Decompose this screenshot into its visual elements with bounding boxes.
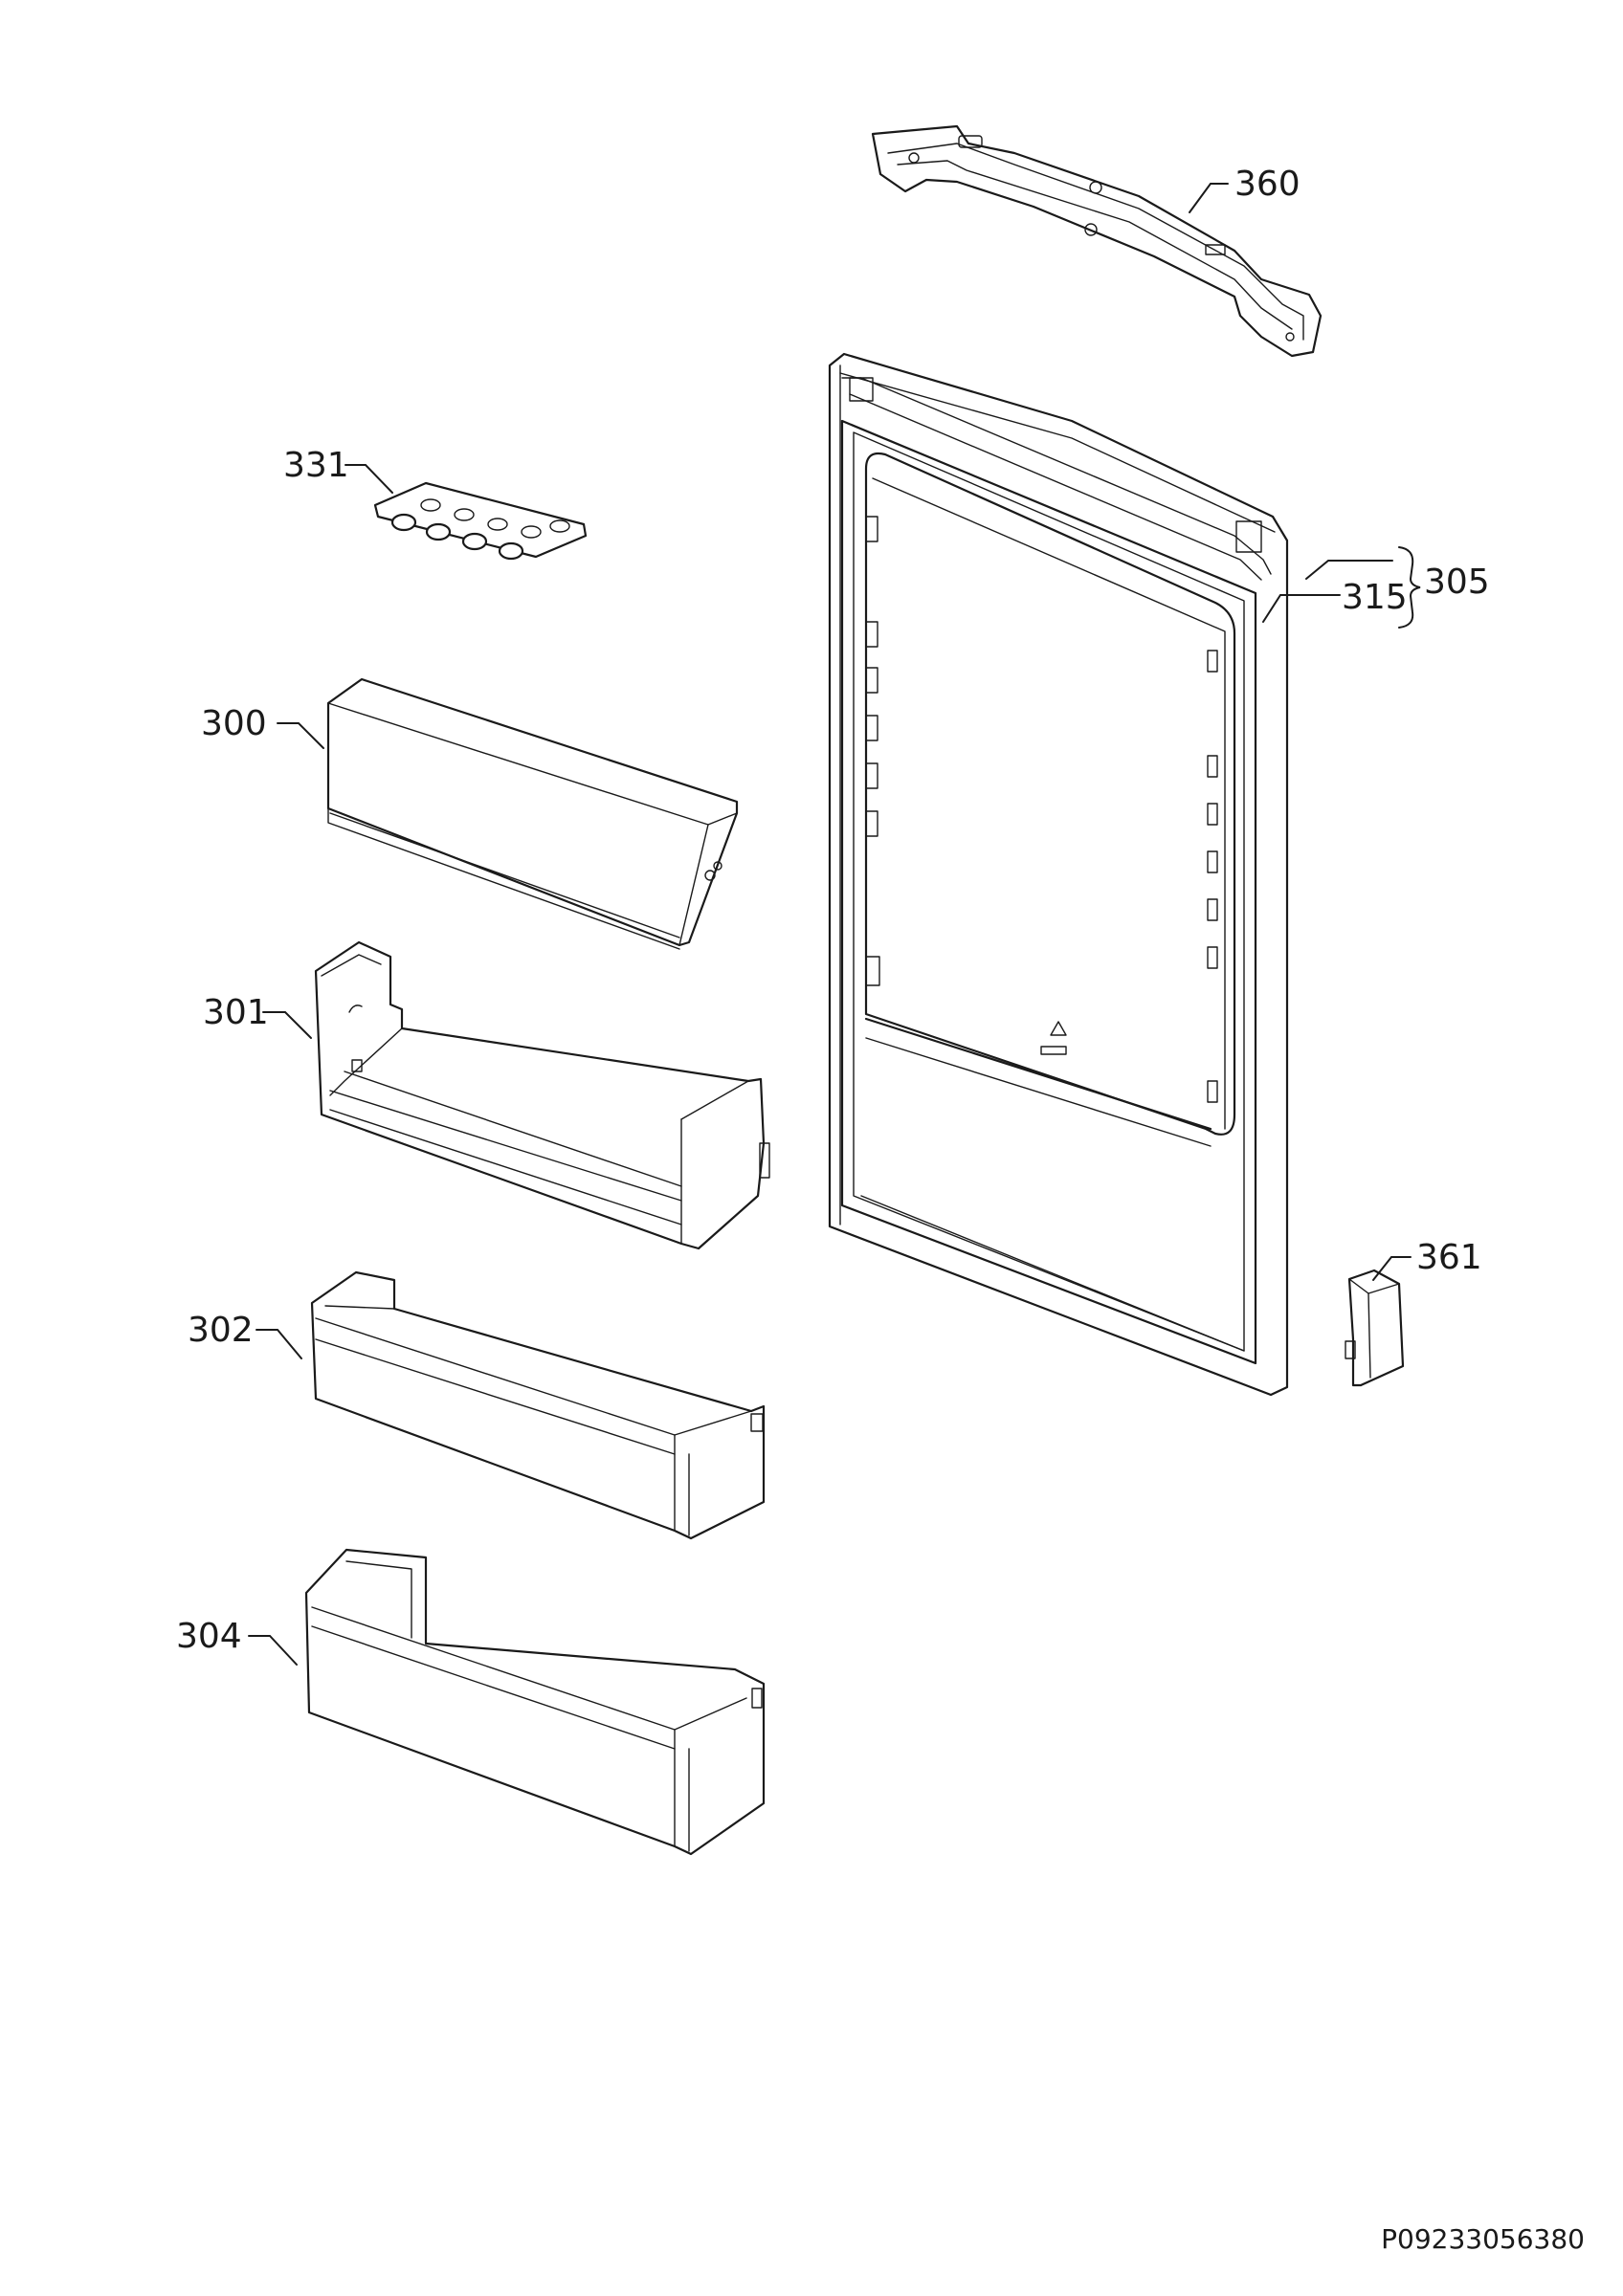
part-301-shelf bbox=[314, 940, 770, 1250]
leader-lines bbox=[248, 183, 1421, 1666]
callout-300: 300 bbox=[201, 704, 267, 743]
callout-360: 360 bbox=[1234, 165, 1301, 204]
callout-305: 305 bbox=[1424, 563, 1490, 602]
part-305-door bbox=[828, 352, 1289, 1397]
part-302-bin bbox=[310, 1270, 766, 1540]
recycle-icon bbox=[1050, 1021, 1067, 1036]
callout-315: 315 bbox=[1342, 578, 1408, 617]
callout-302: 302 bbox=[188, 1311, 254, 1350]
part-361-clip bbox=[1345, 1269, 1405, 1387]
part-304-bin bbox=[304, 1548, 766, 1856]
document-code: P09233056380 bbox=[1381, 2223, 1585, 2255]
callout-361: 361 bbox=[1416, 1238, 1482, 1277]
part-300-covered-shelf bbox=[326, 677, 739, 950]
part-331-egg-tray bbox=[373, 481, 588, 561]
callout-301: 301 bbox=[203, 993, 269, 1032]
part-360-bracket bbox=[871, 124, 1323, 358]
callout-331: 331 bbox=[283, 446, 349, 485]
callout-304: 304 bbox=[176, 1617, 242, 1656]
